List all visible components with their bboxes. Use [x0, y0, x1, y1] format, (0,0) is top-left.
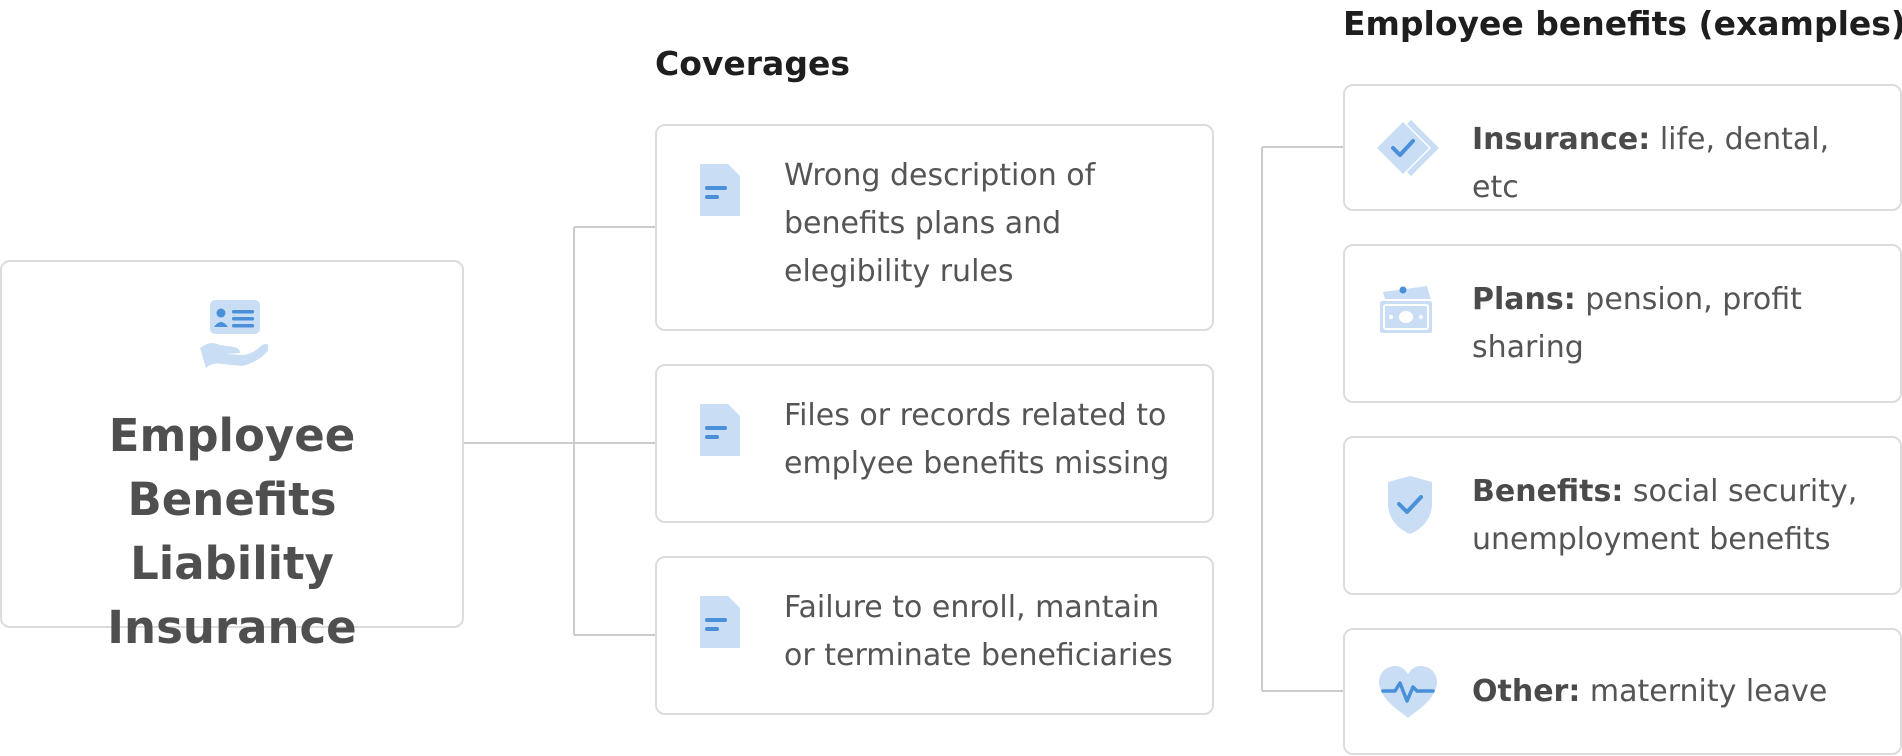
benefit-label: Insurance:: [1472, 122, 1651, 157]
hand-holding-id-card-icon: [198, 298, 270, 368]
coverage-item: Wrong description of benefits plans and …: [655, 124, 1214, 331]
document-icon: [697, 594, 743, 650]
benefit-text: Insurance: life, dental, etc: [1472, 116, 1884, 212]
benefit-item: Other: maternity leave: [1343, 628, 1902, 755]
document-icon: [697, 402, 743, 458]
coverage-item: Failure to enroll, mantain or terminate …: [655, 556, 1214, 715]
benefit-description: social security, unemployment benefits: [1472, 474, 1858, 557]
document-icon: [697, 162, 743, 218]
benefit-item: Insurance: life, dental, etc: [1343, 84, 1902, 211]
shield-check-icon: [1385, 474, 1435, 536]
money-bills-icon: [1377, 282, 1437, 340]
diamond-check-icon: [1377, 116, 1441, 180]
benefit-label: Other:: [1472, 674, 1581, 709]
benefit-item: Plans: pension, profit sharing: [1343, 244, 1902, 403]
benefit-item: Benefits: social security, unemployment …: [1343, 436, 1902, 595]
benefit-description: maternity leave: [1589, 674, 1828, 709]
benefit-description: life, dental, etc: [1472, 122, 1830, 205]
coverage-text: Failure to enroll, mantain or terminate …: [784, 590, 1173, 673]
benefit-text: Plans: pension, profit sharing: [1472, 276, 1884, 372]
main-title: Employee Benefits Liability Insurance: [107, 409, 357, 654]
coverage-text: Files or records related to emplyee bene…: [784, 398, 1170, 481]
benefit-text: Benefits: social security, unemployment …: [1472, 468, 1884, 564]
benefit-label: Benefits:: [1472, 474, 1624, 509]
main-insurance-card: Employee Benefits Liability Insurance: [0, 260, 464, 654]
benefit-description: pension, profit sharing: [1472, 282, 1802, 365]
coverage-text: Wrong description of benefits plans and …: [784, 158, 1096, 289]
coverage-item: Files or records related to emplyee bene…: [655, 364, 1214, 523]
heart-pulse-icon: [1377, 664, 1439, 720]
benefit-label: Plans:: [1472, 282, 1576, 317]
benefit-text: Other: maternity leave: [1472, 668, 1884, 716]
coverages-heading: Coverages: [655, 44, 850, 83]
benefits-heading: Employee benefits (examples): [1343, 4, 1902, 43]
